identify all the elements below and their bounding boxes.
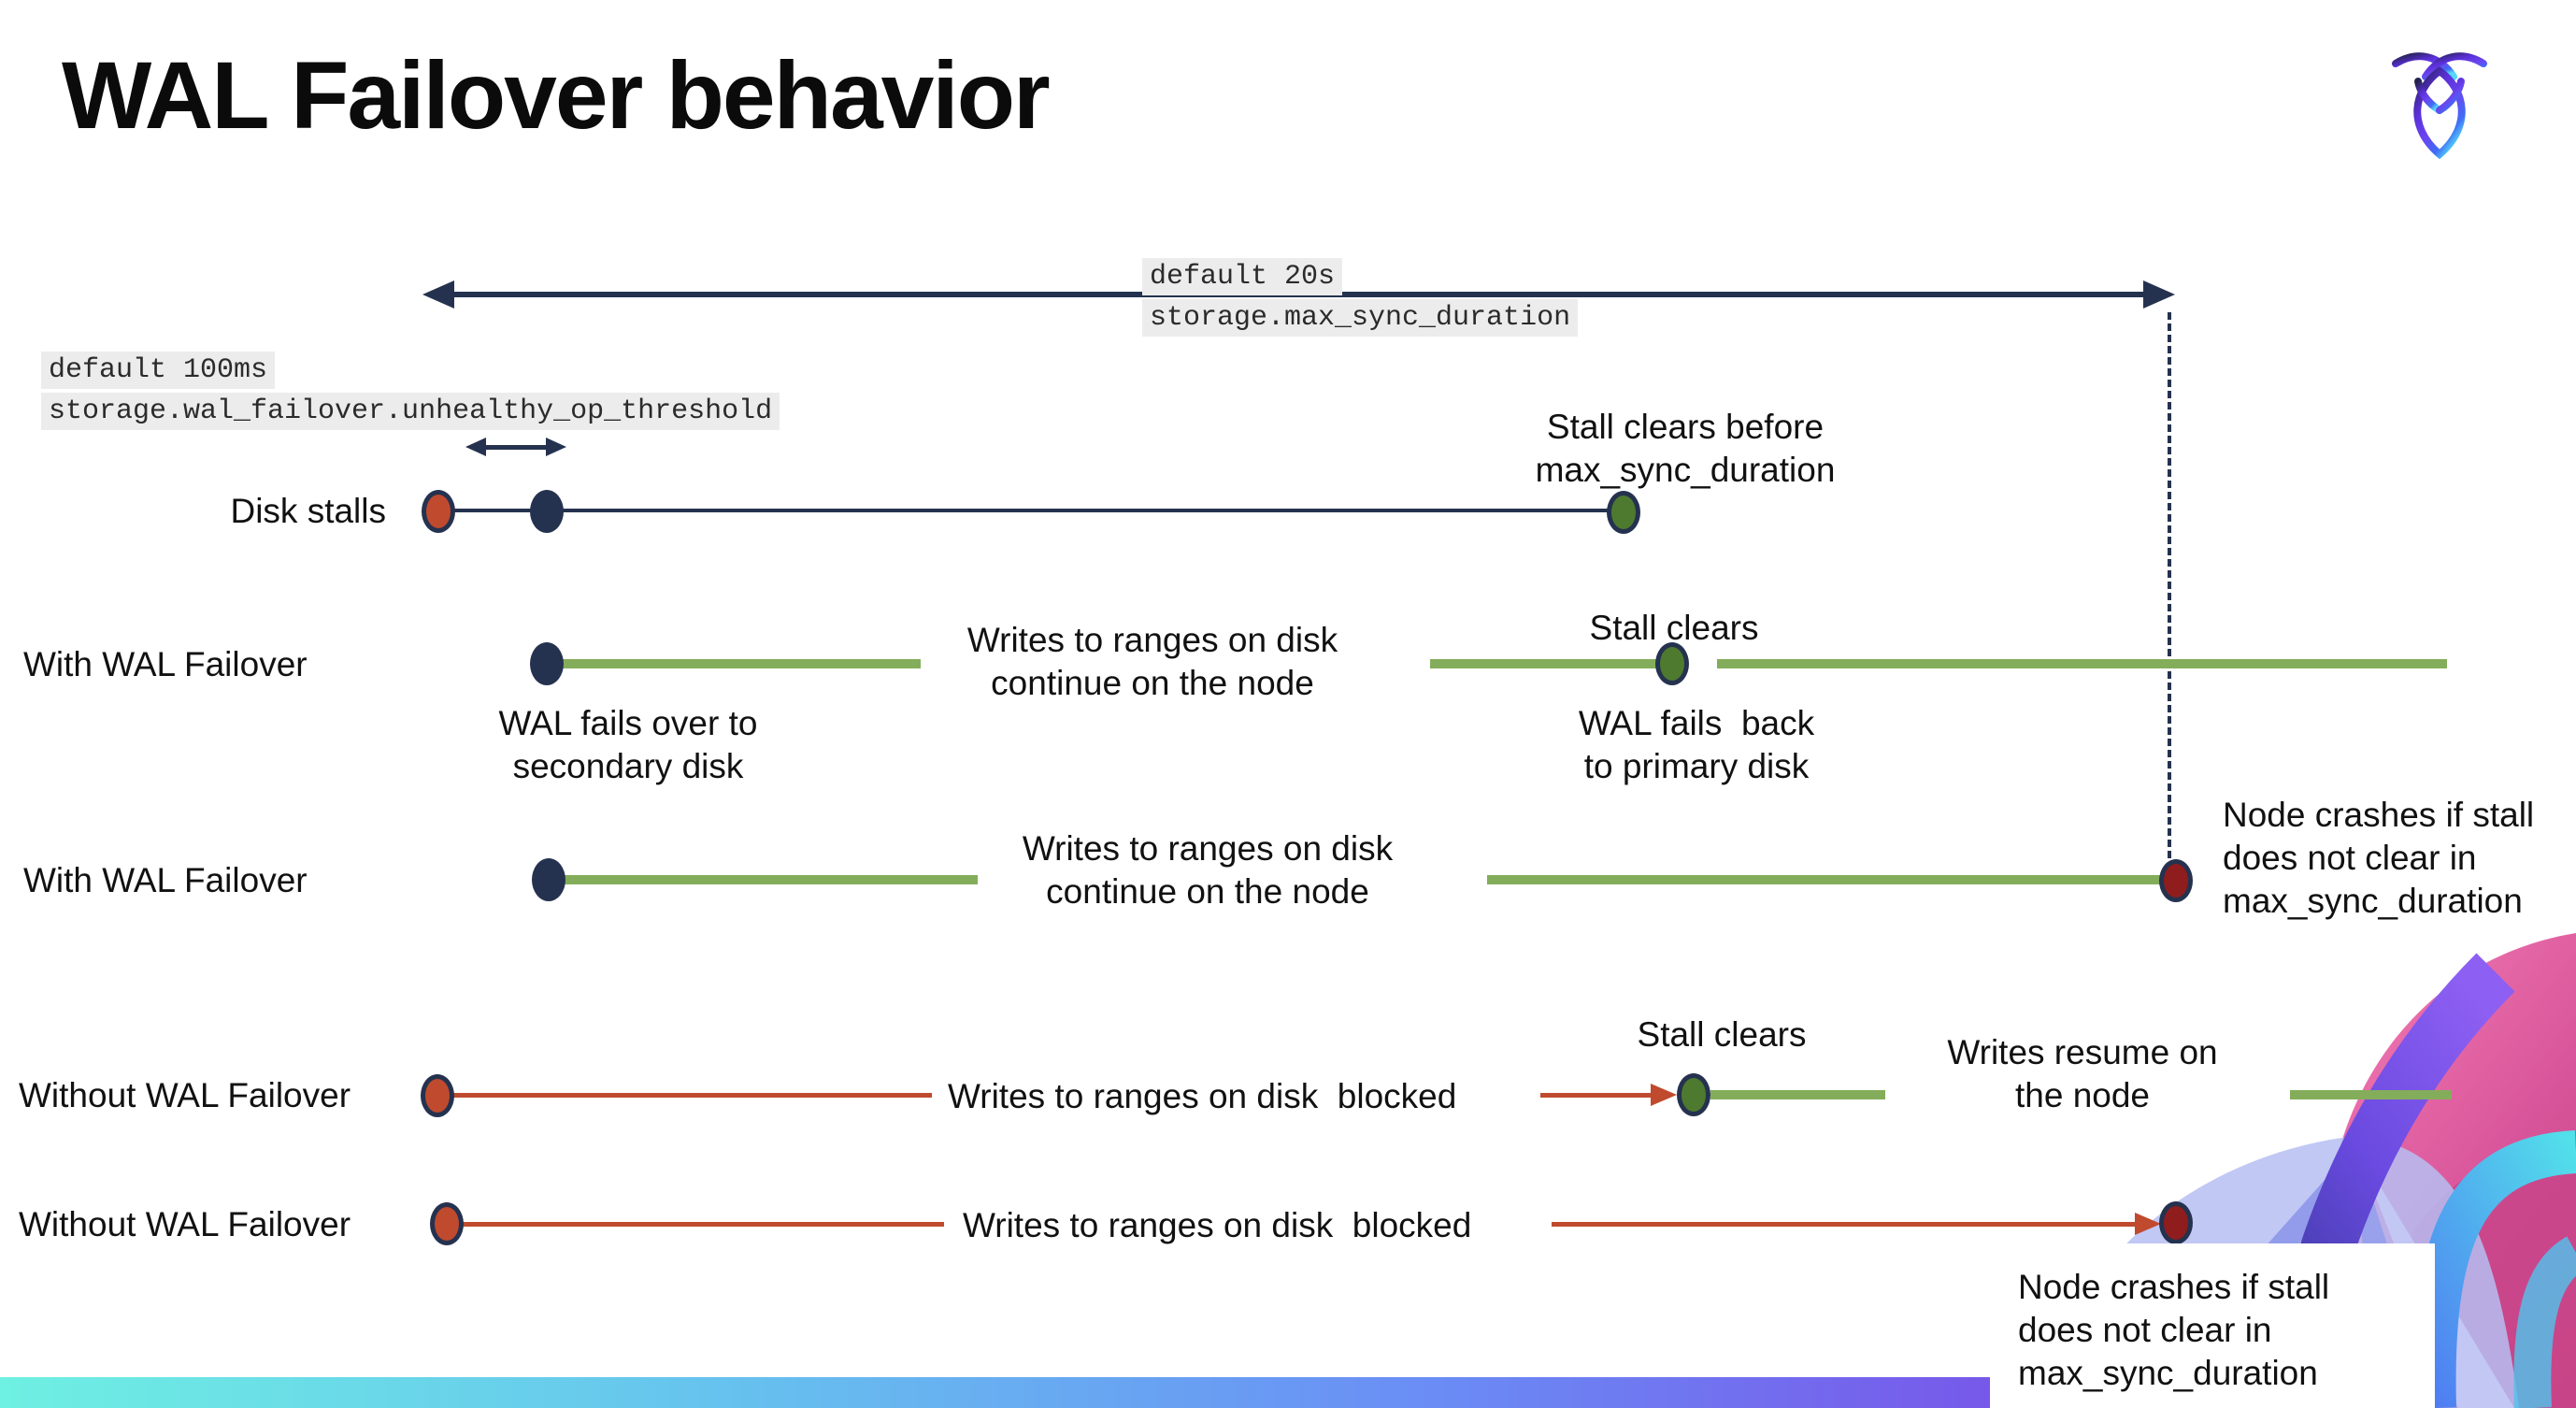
writes-continue-line-5 xyxy=(1487,875,2161,884)
span-arrowhead-left-icon xyxy=(422,280,454,309)
stall-start-dot xyxy=(422,490,455,533)
node-crash-callout-box: Node crashes if stall does not clear in … xyxy=(1990,1243,2435,1408)
blocked-arrowhead-icon-2 xyxy=(2135,1213,2161,1235)
disk-stall-timeline xyxy=(439,509,1624,512)
row-label-without-wal-failover-2: Without WAL Failover xyxy=(19,1205,351,1243)
max-sync-deadline-dashed-line xyxy=(2168,312,2171,869)
writes-continue-line-2 xyxy=(1430,659,1660,668)
row-label-with-wal-failover-2: With WAL Failover xyxy=(23,861,308,899)
threshold-arrowhead-left-icon xyxy=(465,438,486,456)
threshold-span-line xyxy=(479,445,551,450)
row-label-disk-stalls: Disk stalls xyxy=(230,492,386,530)
writes-resume-note: Writes resume on the node xyxy=(1947,1033,2218,1114)
writes-blocked-line-3 xyxy=(460,1222,944,1227)
writes-resume-line-2 xyxy=(2290,1090,2452,1099)
node-crash-dot-1 xyxy=(2159,859,2193,902)
cockroachdb-logo-svg xyxy=(2392,52,2487,160)
stall-clears-dot-3 xyxy=(1677,1073,1710,1116)
writes-continue-line-1 xyxy=(559,659,921,668)
stall-clears-note-2: Stall clears xyxy=(1589,609,1759,647)
writes-resume-line-1 xyxy=(1710,1090,1885,1099)
stall-start-dot-2 xyxy=(421,1074,454,1117)
failover-dot-2 xyxy=(532,858,565,901)
writes-blocked-note-2: Writes to ranges on disk blocked xyxy=(963,1206,1472,1244)
max-sync-setting-label: storage.max_sync_duration xyxy=(1142,299,1579,337)
blocked-arrowhead-icon-1 xyxy=(1651,1084,1677,1106)
failover-note: WAL fails over to secondary disk xyxy=(498,704,758,785)
stall-start-dot-3 xyxy=(430,1202,464,1245)
node-crash-dot-2 xyxy=(2159,1201,2193,1244)
writes-continue-note-2: Writes to ranges on disk continue on the… xyxy=(1022,829,1394,911)
failover-threshold-dot xyxy=(530,490,564,533)
stall-clears-dot-2 xyxy=(1655,642,1689,685)
stall-clears-dot xyxy=(1607,491,1640,534)
writes-continue-note-1: Writes to ranges on disk continue on the… xyxy=(966,621,1338,702)
row-label-without-wal-failover-1: Without WAL Failover xyxy=(19,1076,351,1114)
row-label-with-wal-failover-1: With WAL Failover xyxy=(23,645,308,683)
page-title: WAL Failover behavior xyxy=(62,42,1051,149)
writes-blocked-note-1: Writes to ranges on disk blocked xyxy=(948,1077,1457,1115)
writes-blocked-line-2 xyxy=(1540,1093,1654,1098)
writes-blocked-line-1 xyxy=(451,1093,932,1098)
writes-continue-line-4 xyxy=(561,875,978,884)
cockroachdb-logo-icon xyxy=(2391,43,2488,163)
span-arrowhead-right-icon xyxy=(2143,280,2175,309)
node-crash-note-1: Node crashes if stall does not clear in … xyxy=(2223,796,2535,920)
max-sync-default-label: default 20s xyxy=(1142,258,1343,295)
failback-note: WAL fails back to primary disk xyxy=(1578,704,1815,785)
unhealthy-op-setting-label: storage.wal_failover.unhealthy_op_thresh… xyxy=(41,393,780,430)
failover-dot xyxy=(530,642,564,685)
node-crash-note-2: Node crashes if stall does not clear in … xyxy=(2018,1268,2330,1392)
threshold-arrowhead-right-icon xyxy=(546,438,566,456)
writes-continue-line-3 xyxy=(1717,659,2447,668)
unhealthy-op-default-label: default 100ms xyxy=(41,352,276,389)
stall-clears-note-3: Stall clears xyxy=(1637,1015,1807,1054)
stall-clears-before-note: Stall clears before max_sync_duration xyxy=(1535,408,1836,489)
writes-blocked-line-4 xyxy=(1552,1222,2137,1227)
